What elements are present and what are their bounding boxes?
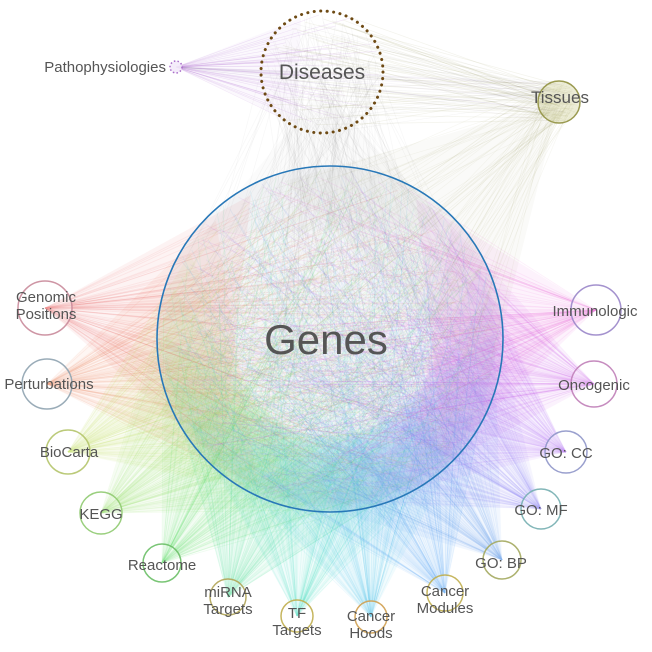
node-go-cc[interactable] <box>544 430 588 474</box>
node-genomic-positions[interactable] <box>17 280 73 336</box>
node-mirna-targets[interactable] <box>209 578 247 616</box>
node-diseases[interactable] <box>259 9 385 135</box>
edge-washes <box>45 18 596 617</box>
node-perturbations[interactable] <box>21 358 73 410</box>
node-cancer-hoods[interactable] <box>354 600 388 634</box>
node-immunologic[interactable] <box>570 284 622 336</box>
nodes <box>17 9 622 634</box>
node-go-mf[interactable] <box>520 488 562 530</box>
node-pathophysiologies[interactable] <box>169 60 183 74</box>
node-tissues[interactable] <box>537 80 581 124</box>
node-oncogenic[interactable] <box>570 360 618 408</box>
node-reactome[interactable] <box>142 543 182 583</box>
label-pathophysiologies: Pathophysiologies <box>44 59 166 76</box>
node-cancer-modules[interactable] <box>426 574 464 612</box>
node-genes[interactable] <box>156 165 504 513</box>
node-biocarta[interactable] <box>45 429 91 475</box>
node-tf-targets[interactable] <box>280 599 314 633</box>
fan-edges <box>44 168 597 618</box>
node-kegg[interactable] <box>79 491 123 535</box>
node-go-bp[interactable] <box>482 540 522 580</box>
association-edges <box>168 12 579 509</box>
genes-fill <box>157 166 503 512</box>
